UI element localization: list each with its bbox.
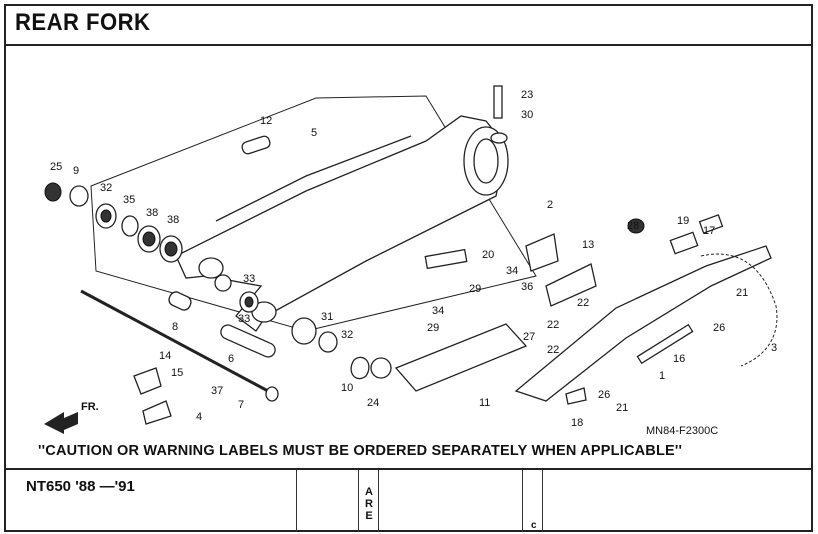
callout-18: 18 (571, 417, 583, 429)
page-title: REAR FORK (15, 9, 151, 36)
hardware-group (133, 85, 724, 425)
callout-14: 14 (159, 350, 171, 362)
callout-19: 19 (677, 215, 689, 227)
footer-divider (378, 470, 379, 532)
title-bar: REAR FORK (6, 6, 811, 46)
front-direction-arrow: FR. (44, 401, 99, 434)
callout-17: 17 (703, 225, 715, 237)
footer-divider (358, 470, 359, 532)
callout-32a: 32 (100, 182, 112, 194)
callout-16: 16 (673, 353, 685, 365)
callout-34a: 34 (506, 265, 518, 277)
callout-20: 20 (482, 249, 494, 261)
callout-8: 8 (172, 321, 178, 333)
callout-15: 15 (171, 367, 183, 379)
model-label: NT650 '88 —'91 (26, 478, 135, 495)
callout-25: 25 (50, 161, 62, 173)
footer-divider (296, 470, 297, 532)
callout-32b: 32 (341, 329, 353, 341)
callout-labels: 1 2 3 4 5 6 7 8 9 10 11 12 13 14 15 16 1… (50, 89, 777, 437)
callout-10: 10 (341, 382, 353, 394)
callout-27: 27 (523, 331, 535, 343)
page-frame: REAR FORK (4, 4, 813, 532)
footer-divider (542, 470, 543, 532)
bearings-group (44, 182, 338, 358)
callout-6: 6 (228, 353, 234, 365)
callout-12: 12 (260, 115, 272, 127)
corner-mark: c (531, 520, 537, 531)
callout-13: 13 (582, 239, 594, 251)
callout-4: 4 (196, 411, 202, 423)
caution-note: ''CAUTION OR WARNING LABELS MUST BE ORDE… (38, 443, 683, 459)
callout-22a: 22 (577, 297, 589, 309)
diagram-code: MN84-F2300C (646, 425, 718, 437)
callout-9: 9 (73, 165, 79, 177)
callout-24: 24 (367, 397, 379, 409)
callout-30: 30 (521, 109, 533, 121)
direction-label: FR. (81, 401, 99, 413)
callout-11: 11 (479, 397, 490, 409)
callout-22c: 22 (547, 344, 559, 356)
footer-divider (522, 470, 523, 532)
callout-33b: 33 (238, 313, 250, 325)
callout-35: 35 (123, 194, 135, 206)
vertical-code-char: E (365, 510, 373, 522)
callout-29b: 29 (427, 322, 439, 334)
callout-29a: 29 (469, 283, 481, 295)
vertical-code-char: A (365, 486, 373, 498)
callout-21b: 21 (616, 402, 628, 414)
callout-36: 36 (521, 281, 533, 293)
callout-23: 23 (521, 89, 533, 101)
callout-26b: 26 (598, 389, 610, 401)
footer: NT650 '88 —'91 A R E c (6, 468, 811, 532)
callout-38a: 38 (146, 207, 158, 219)
vertical-code: A R E (362, 486, 376, 522)
callout-26a: 26 (713, 322, 725, 334)
callout-1: 1 (659, 370, 665, 382)
callout-2: 2 (547, 199, 553, 211)
callout-7: 7 (238, 399, 244, 411)
chain-case (394, 245, 778, 402)
pivot-shaft (80, 289, 279, 402)
callout-5: 5 (311, 127, 317, 139)
callout-31: 31 (321, 311, 333, 323)
callout-33a: 33 (243, 273, 255, 285)
callout-28: 28 (627, 220, 639, 232)
callout-34b: 34 (432, 305, 444, 317)
callout-21a: 21 (736, 287, 748, 299)
swingarm-drawing (90, 95, 537, 332)
callout-3: 3 (771, 342, 777, 354)
callout-37: 37 (211, 385, 223, 397)
callout-22b: 22 (547, 319, 559, 331)
vertical-code-char: R (365, 498, 373, 510)
callout-38b: 38 (167, 214, 179, 226)
exploded-parts-diagram: FR. 1 2 3 4 5 6 7 8 9 10 11 12 13 14 15 … (44, 85, 778, 437)
